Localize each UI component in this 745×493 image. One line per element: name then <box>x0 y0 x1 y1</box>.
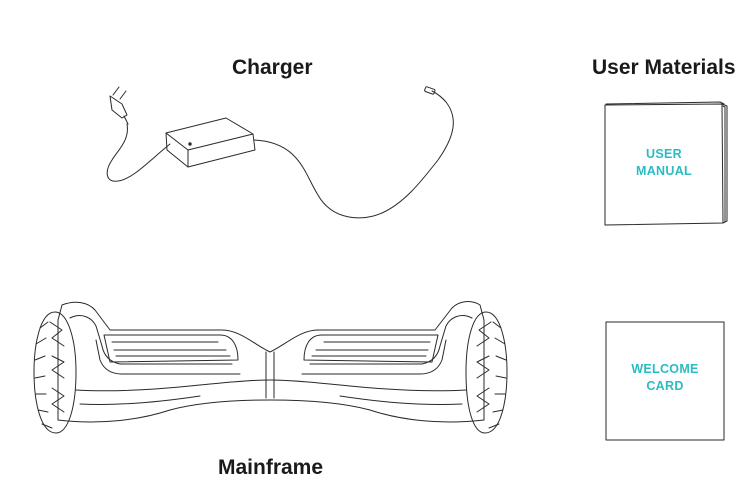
user-manual-title: USER MANUAL <box>605 146 723 180</box>
charger-illustration <box>106 86 454 219</box>
hoverboard-illustration <box>33 301 508 434</box>
user-manual-booklet <box>604 101 728 226</box>
mainframe-label: Mainframe <box>218 456 324 479</box>
welcome-card-line1: WELCOME <box>631 362 699 376</box>
user-manual-line2: MANUAL <box>636 164 692 178</box>
user-materials-label: User Materials <box>592 56 736 79</box>
charger-label: Charger <box>232 56 313 79</box>
welcome-card-title: WELCOME CARD <box>606 361 724 395</box>
welcome-card-line2: CARD <box>646 379 684 393</box>
user-manual-line1: USER <box>646 147 682 161</box>
welcome-card <box>605 321 725 441</box>
